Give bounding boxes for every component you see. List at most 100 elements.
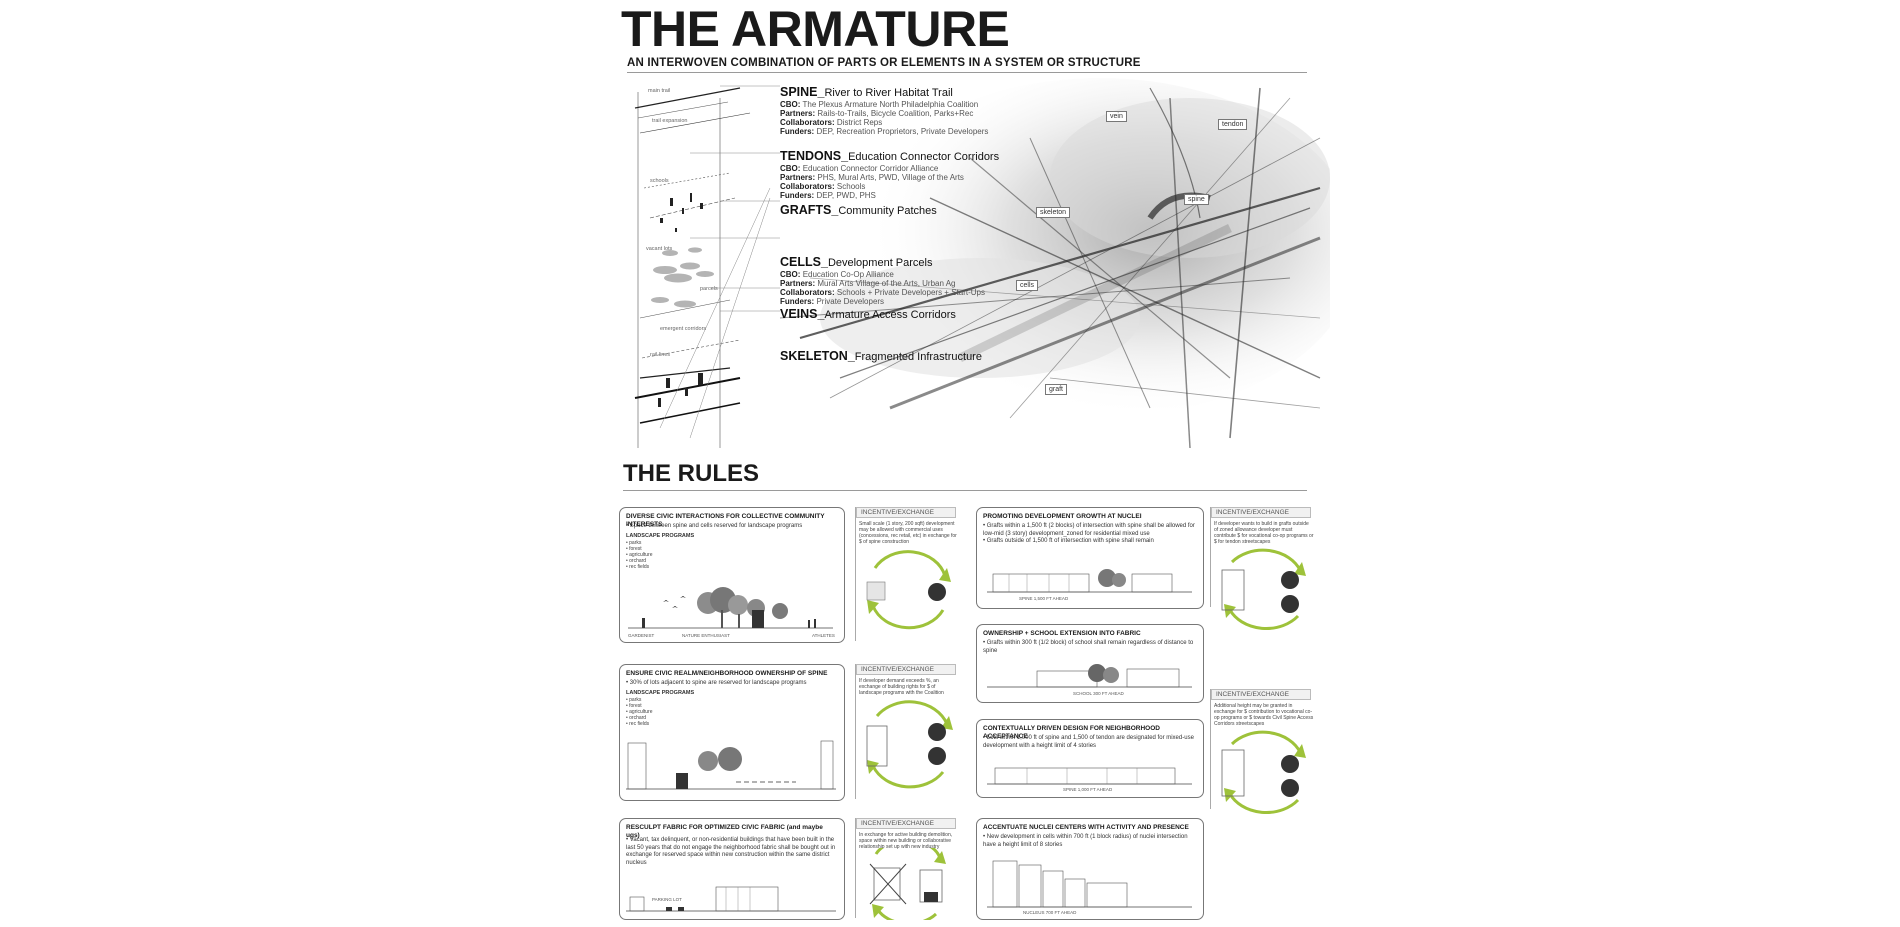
rule-box-nuclei-growth: PROMOTING DEVELOPMENT GROWTH AT NUCLEI •… <box>976 507 1204 609</box>
program-item: • parks <box>626 540 642 546</box>
incentive-text: Small scale (1 story, 200 sqft) developm… <box>859 521 957 545</box>
section-illustration <box>987 767 1192 785</box>
map-tag-skeleton: skeleton <box>1036 207 1071 218</box>
layer-spine: SPINE_River to River Habitat Trail CBO: … <box>780 85 989 137</box>
rule-title: RESCULPT FABRIC FOR OPTIMIZED CIVIC FABR… <box>626 824 823 839</box>
caption-school-distance: SCHOOL 300 FT AHEAD <box>1073 691 1124 696</box>
program-item: • rec fields <box>626 564 650 570</box>
rule-body: • Lots within 1,000 ft of spine and 1,50… <box>983 735 1194 749</box>
caption-nature-enthusiast: NATURE ENTHUSIAST <box>682 633 730 638</box>
exchange-icon <box>1281 779 1299 797</box>
exchange-cycle-1 <box>866 550 951 630</box>
incentive-text: Additional height may be granted in exch… <box>1214 703 1314 727</box>
map-tag-spine: spine <box>1184 194 1209 205</box>
rule-body: • New development in cells within 700 ft… <box>983 834 1188 848</box>
rule-body: • 30% of lots adjacent to spine are rese… <box>626 680 807 686</box>
side-label-rail-lines: rail lines <box>650 352 671 358</box>
exchange-icon <box>1281 755 1299 773</box>
rule-box-resculpt-fabric: RESCULPT FABRIC FOR OPTIMIZED CIVIC FABR… <box>619 818 845 920</box>
incentive-text: If developer wants to build in grafts ou… <box>1214 521 1314 545</box>
incentive-text: If developer demand exceeds %, an exchan… <box>859 678 944 696</box>
incentive-label: INCENTIVE/EXCHANGE <box>856 664 956 675</box>
side-label-schools: schools <box>650 178 669 184</box>
page-title: THE ARMATURE <box>621 1 1010 57</box>
programs-label: LANDSCAPE PROGRAMS <box>626 689 695 696</box>
program-item: • rec fields <box>626 721 650 727</box>
exchange-icon <box>928 747 946 765</box>
incentive-label: INCENTIVE/EXCHANGE <box>856 818 956 829</box>
title-divider <box>627 72 1307 73</box>
caption-gardenist: GARDENIST <box>628 633 655 638</box>
program-item: • forest <box>626 546 642 552</box>
incentive-panel-4: INCENTIVE/EXCHANGE If developer wants to… <box>1210 507 1325 607</box>
caption-spine-distance: SPINE 1,000 FT AHEAD <box>1063 787 1113 792</box>
map-tag-tendon: tendon <box>1218 119 1248 130</box>
rule-body: • Grafts within 300 ft (1/2 block) of sc… <box>983 640 1194 654</box>
armature-streaks <box>779 87 1321 449</box>
incentive-panel-6: INCENTIVE/EXCHANGE Additional height may… <box>1210 689 1325 809</box>
rule-title: DIVERSE CIVIC INTERACTIONS FOR COLLECTIV… <box>626 513 825 528</box>
side-label-main-trail: main trail <box>648 88 671 94</box>
program-item: • agriculture <box>626 552 653 558</box>
incentive-label: INCENTIVE/EXCHANGE <box>1211 507 1311 518</box>
parcels-layer <box>651 247 714 308</box>
layer-cells: CELLS_Development Parcels CBO: Education… <box>780 255 985 307</box>
layer-grafts: GRAFTS_Community Patches <box>780 203 937 218</box>
incentive-panel-2: INCENTIVE/EXCHANGE If developer demand e… <box>855 664 968 799</box>
side-label-emergent-corridors: emergent corridors <box>660 326 707 332</box>
rules-title: THE RULES <box>623 460 760 487</box>
rule-title: ENSURE CIVIC REALM/NEIGHBORHOOD OWNERSHI… <box>626 670 828 677</box>
side-label-vacant-lots: vacant lots <box>646 246 673 252</box>
incentive-text: In exchange for active building demoliti… <box>859 832 953 850</box>
section-illustration <box>626 886 836 912</box>
side-label-trail-expansion: trail expansion <box>652 118 688 124</box>
map-tag-cells: cells <box>1016 280 1039 291</box>
rules-divider <box>623 490 1307 491</box>
rule-title: OWNERSHIP + SCHOOL EXTENSION INTO FABRIC <box>983 630 1141 637</box>
section-illustration <box>987 569 1192 593</box>
rule-title: PROMOTING DEVELOPMENT GROWTH AT NUCLEI <box>983 513 1142 520</box>
caption-parking-lot: PARKING LOT <box>652 897 682 902</box>
exchange-cycle-6 <box>1221 730 1306 815</box>
rule-title: ACCENTUATE NUCLEI CENTERS WITH ACTIVITY … <box>983 824 1189 831</box>
map-tag-vein: vein <box>1106 111 1127 122</box>
incentive-label: INCENTIVE/EXCHANGE <box>1211 689 1311 700</box>
rule-box-nuclei-presence: ACCENTUATE NUCLEI CENTERS WITH ACTIVITY … <box>976 818 1204 920</box>
exchange-icon <box>1281 571 1299 589</box>
section-illustration <box>987 664 1192 688</box>
layer-tendons: TENDONS_Education Connector Corridors CB… <box>780 149 1000 201</box>
program-item: • forest <box>626 703 642 709</box>
caption-spine-distance: SPINE 1,500 FT AHEAD <box>1019 596 1069 601</box>
caption-nucleus-distance: NUCLEUS 700 FT AHEAD <box>1023 910 1077 915</box>
section-illustration <box>628 587 833 629</box>
programs-label: LANDSCAPE PROGRAMS <box>626 532 695 539</box>
incentive-label: INCENTIVE/EXCHANGE <box>856 507 956 518</box>
rule-box-contextual-design: CONTEXTUALLY DRIVEN DESIGN FOR NEIGHBORH… <box>976 719 1204 798</box>
caption-athletes: ATHLETES <box>812 633 835 638</box>
exchange-cycle-2 <box>866 700 953 789</box>
rule-body: • Grafts within a 1,500 ft (2 blocks) of… <box>983 523 1195 544</box>
map-tag-graft: graft <box>1045 384 1068 395</box>
incentive-panel-1: INCENTIVE/EXCHANGE Small scale (1 story,… <box>855 507 968 641</box>
layer-skeleton: SKELETON_Fragmented Infrastructure <box>780 349 982 364</box>
rule-box-civic-ownership: ENSURE CIVIC REALM/NEIGHBORHOOD OWNERSHI… <box>619 664 845 801</box>
stack-marks <box>658 193 703 407</box>
page-subtitle: AN INTERWOVEN COMBINATION OF PARTS OR EL… <box>627 57 1141 69</box>
armature-diagram <box>634 78 1330 449</box>
exchange-icon <box>928 583 946 601</box>
program-item: • parks <box>626 697 642 703</box>
program-item: • orchard <box>626 558 647 564</box>
program-item: • orchard <box>626 715 647 721</box>
program-item: • agriculture <box>626 709 653 715</box>
rule-box-diverse-civic: DIVERSE CIVIC INTERACTIONS FOR COLLECTIV… <box>619 507 845 643</box>
rule-box-school-extension: OWNERSHIP + SCHOOL EXTENSION INTO FABRIC… <box>976 624 1204 703</box>
section-illustration <box>987 860 1192 908</box>
side-label-parcels: parcels <box>700 286 718 292</box>
rule-body: • Vacant, tax delinquent, or non-residen… <box>626 837 836 866</box>
incentive-panel-3: INCENTIVE/EXCHANGE In exchange for activ… <box>855 818 968 918</box>
rule-title: CONTEXTUALLY DRIVEN DESIGN FOR NEIGHBORH… <box>983 725 1160 740</box>
exchange-cycle-4 <box>1221 548 1306 631</box>
rule-body: • Space between spine and cells reserved… <box>626 523 803 529</box>
exchange-cycle-3 <box>869 848 946 920</box>
exchange-icon <box>928 723 946 741</box>
